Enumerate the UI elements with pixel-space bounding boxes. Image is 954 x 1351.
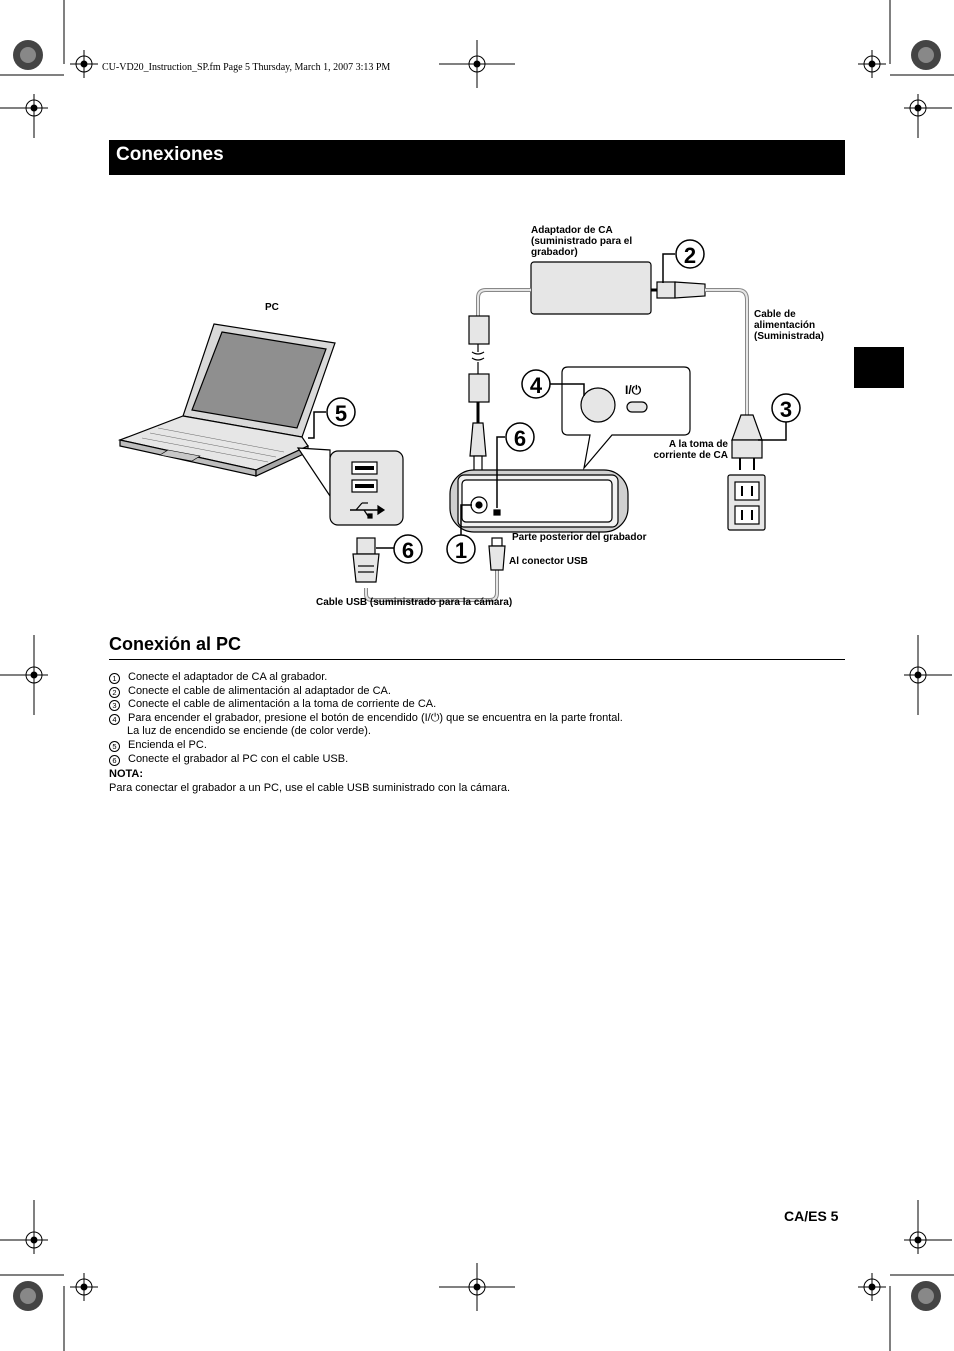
power-button-zoom bbox=[561, 366, 691, 471]
step-text: Conecte el adaptador de CA al grabador. bbox=[128, 671, 328, 683]
recorder-illustration bbox=[449, 469, 629, 533]
title-bar bbox=[109, 140, 845, 175]
steps-list: 1 Conecte el adaptador de CA al grabador… bbox=[109, 671, 845, 795]
step-item: 6 Conecte el grabador al PC con el cable… bbox=[109, 753, 845, 767]
step-number: 5 bbox=[109, 740, 120, 752]
usb-cable-illustration bbox=[352, 537, 506, 602]
step-number: 1 bbox=[109, 673, 120, 684]
step-text: Conecte el grabador al PC con el cable U… bbox=[128, 752, 349, 765]
svg-text:3: 3 bbox=[780, 397, 792, 422]
step-text: Conecte el cable de alimentación a la to… bbox=[128, 698, 437, 711]
usb-port-zoom bbox=[296, 447, 404, 526]
ac-outlet-label-line: A la toma de bbox=[668, 439, 728, 450]
svg-text:1: 1 bbox=[455, 538, 467, 563]
step-item: 5 Encienda el PC. bbox=[109, 739, 845, 753]
ac-adapter-label-line: Adaptador de CA bbox=[531, 225, 613, 236]
step-item: 4 Para encender el grabador, presione el… bbox=[109, 712, 845, 726]
svg-text:6: 6 bbox=[402, 538, 414, 563]
callout-6-recorder bbox=[496, 422, 535, 508]
svg-text:6: 6 bbox=[514, 426, 526, 451]
step-text: Para encender el grabador, presione el b… bbox=[128, 711, 623, 724]
pc-label: PC bbox=[265, 302, 279, 313]
recorder-rear-label: Parte posterior del grabador bbox=[512, 532, 647, 543]
power-cable-illustration bbox=[651, 281, 766, 531]
section-divider bbox=[109, 659, 845, 660]
step-number: 2 bbox=[109, 686, 120, 698]
note-heading: NOTA: bbox=[109, 768, 144, 781]
laptop-illustration bbox=[117, 323, 336, 477]
ac-adapter-label: Adaptador de CA (suministrado para el gr… bbox=[531, 225, 671, 258]
ac-adapter-label-line: grabador) bbox=[531, 247, 578, 258]
step-item: 1 Conecte el adaptador de CA al grabador… bbox=[109, 671, 845, 685]
power-cable-label: Cable de alimentación (Suministrada) bbox=[754, 309, 844, 342]
ac-adapter-illustration bbox=[468, 261, 652, 477]
side-tab-marker bbox=[854, 347, 904, 388]
callout-1 bbox=[446, 504, 476, 564]
page-title: Conexiones bbox=[116, 144, 224, 165]
power-cable-label-line: (Suministrada) bbox=[754, 331, 825, 342]
step-item: 3 Conecte el cable de alimentación a la … bbox=[109, 698, 845, 712]
step-number: 6 bbox=[109, 754, 120, 766]
ac-adapter-label-line: (suministrado para el bbox=[531, 236, 633, 247]
step-text: Conecte el cable de alimentación al adap… bbox=[128, 684, 391, 697]
step-number: 3 bbox=[109, 700, 120, 712]
callout-5 bbox=[308, 397, 356, 439]
svg-text:2: 2 bbox=[684, 243, 696, 268]
ac-outlet-label: A la toma de corriente de CA bbox=[640, 439, 728, 461]
step-number: 4 bbox=[109, 713, 120, 725]
page-number: CA/ES 5 bbox=[784, 1208, 839, 1224]
step-continuation: La luz de encendido se enciende (de colo… bbox=[127, 725, 371, 738]
svg-text:4: 4 bbox=[530, 373, 543, 398]
svg-text:5: 5 bbox=[335, 401, 347, 426]
callout-6-pc bbox=[376, 534, 423, 564]
corner-rosettes bbox=[13, 40, 941, 1311]
step-item: 2 Conecte el cable de alimentación al ad… bbox=[109, 685, 845, 699]
callout-3 bbox=[758, 393, 801, 441]
section-title: Conexión al PC bbox=[109, 634, 242, 654]
registration-targets bbox=[0, 40, 952, 1311]
file-info-header: CU-VD20_Instruction_SP.fm Page 5 Thursda… bbox=[102, 62, 391, 73]
power-cable-label-line: alimentación bbox=[754, 320, 816, 331]
power-cable-label-line: Cable de bbox=[754, 309, 796, 320]
ac-outlet-label-line: corriente de CA bbox=[653, 450, 728, 461]
note-text: Para conectar el grabador a un PC, use e… bbox=[109, 781, 511, 794]
usb-cable-label: Cable USB (suministrado para la cámara) bbox=[316, 597, 513, 608]
power-symbol-label: I/⏻ bbox=[625, 383, 642, 397]
callout-4 bbox=[521, 369, 585, 399]
usb-connector-label: Al conector USB bbox=[509, 556, 588, 567]
step-text: Encienda el PC. bbox=[128, 738, 207, 751]
callout-2 bbox=[662, 239, 705, 283]
